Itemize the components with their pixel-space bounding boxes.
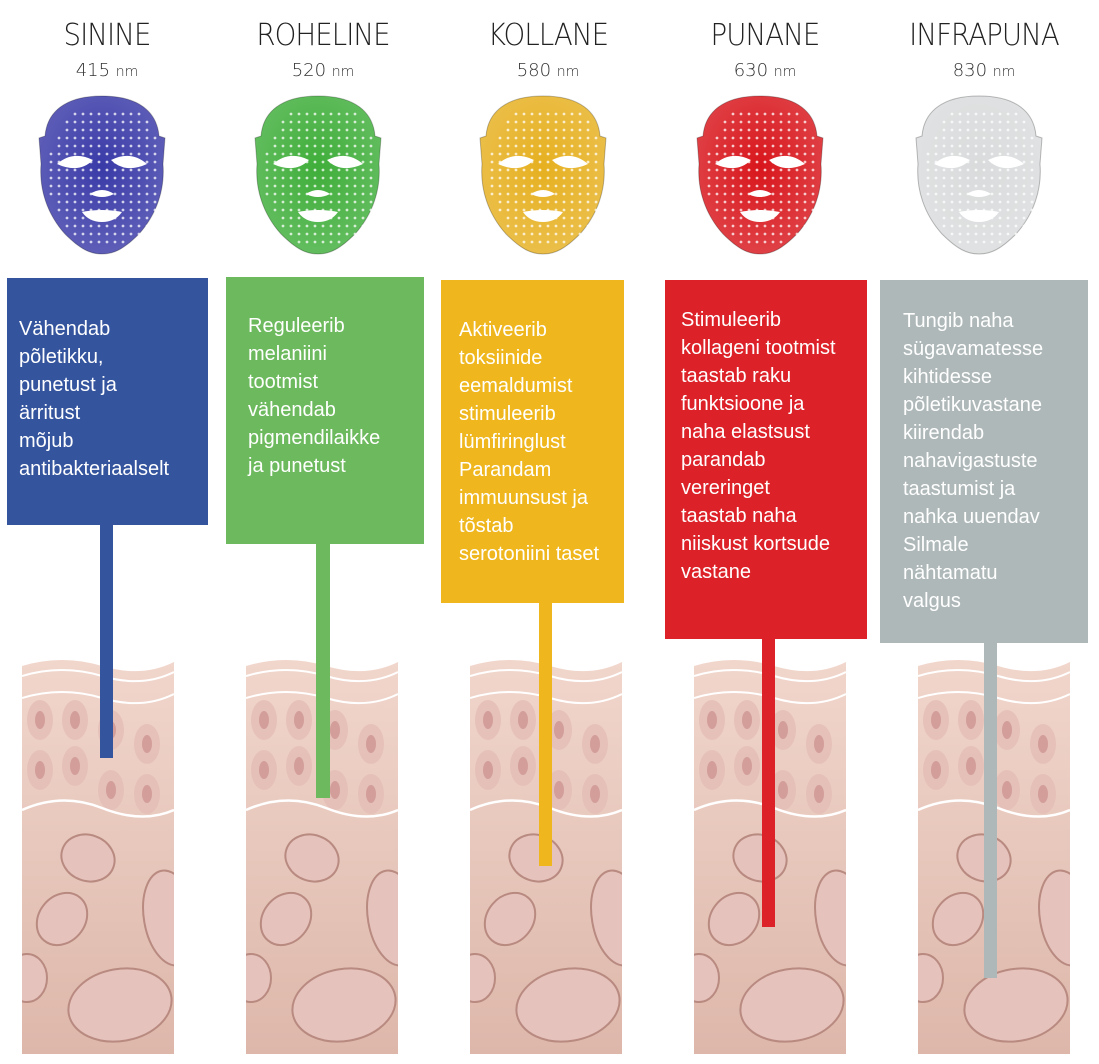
wavelength-value: 520 bbox=[291, 60, 327, 81]
skin-layers-illustration bbox=[6, 658, 198, 1054]
penetration-depth-bar bbox=[984, 641, 997, 978]
benefits-box-roheline: Reguleerib melaniini tootmist vähendab p… bbox=[226, 277, 424, 544]
wavelength-unit: nm bbox=[773, 64, 797, 80]
color-title-kollane: KOLLANE bbox=[487, 18, 609, 53]
led-mask-punane bbox=[693, 94, 827, 256]
led-mask-kollane bbox=[476, 94, 610, 256]
wavelength-label: 415 nm bbox=[7, 60, 207, 81]
penetration-depth-bar bbox=[762, 637, 775, 927]
benefits-box-kollane: Aktiveerib toksiinide eemaldumist stimul… bbox=[441, 280, 624, 603]
penetration-depth-bar bbox=[539, 601, 552, 866]
benefits-box-punane: Stimuleerib kollageni tootmist taastab r… bbox=[665, 280, 867, 639]
wavelength-value: 630 bbox=[733, 60, 769, 81]
wavelength-unit: nm bbox=[115, 64, 139, 80]
wavelength-value: 415 bbox=[75, 60, 111, 81]
wavelength-label: 830 nm bbox=[884, 60, 1084, 81]
color-title-punane: PUNANE bbox=[710, 18, 821, 53]
led-mask-sinine bbox=[35, 94, 169, 256]
color-title-sinine: SININE bbox=[63, 18, 151, 53]
skin-layers-illustration bbox=[230, 658, 422, 1054]
penetration-depth-bar bbox=[100, 523, 113, 758]
color-title-roheline: ROHELINE bbox=[256, 18, 390, 53]
wavelength-label: 630 nm bbox=[665, 60, 865, 81]
wavelength-unit: nm bbox=[992, 64, 1016, 80]
wavelength-unit: nm bbox=[556, 64, 580, 80]
wavelength-value: 580 bbox=[516, 60, 552, 81]
benefits-box-infrapuna: Tungib naha sügavamatesse kihtidesse põl… bbox=[880, 280, 1088, 643]
wavelength-label: 580 nm bbox=[448, 60, 648, 81]
color-title-infrapuna: INFRAPUNA bbox=[909, 18, 1060, 53]
wavelength-unit: nm bbox=[331, 64, 355, 80]
led-mask-roheline bbox=[251, 94, 385, 256]
penetration-depth-bar bbox=[316, 542, 330, 798]
wavelength-label: 520 nm bbox=[223, 60, 423, 81]
benefits-box-sinine: Vähendab põletikku, punetust ja ärritust… bbox=[7, 278, 208, 525]
led-mask-infrapuna bbox=[912, 94, 1046, 256]
wavelength-value: 830 bbox=[952, 60, 988, 81]
